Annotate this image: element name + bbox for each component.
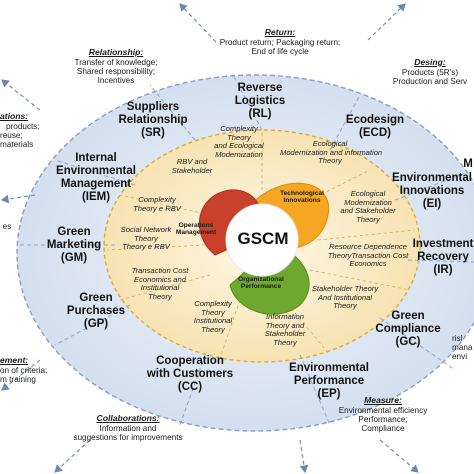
outer-desing: Desing: Products (5R's) Production and S… <box>392 57 468 86</box>
ring-dividers <box>20 74 474 426</box>
outward-arrows <box>0 3 419 474</box>
outer-m-fragment: M <box>463 158 473 170</box>
outer-operations: ations: products; reuse; materials <box>0 111 40 149</box>
outer-management: ement: on of criteria; m training <box>0 355 48 384</box>
ring-node-ecodesign: Ecodesign(ECD) <box>345 114 405 139</box>
outer-relationship: Relationship: Transfer of knowledge; Sha… <box>74 47 158 85</box>
outer-collaborations: Collaborations: Information and suggesti… <box>73 413 183 442</box>
outer-return: Return: Product return; Packaging return… <box>219 27 341 56</box>
outer-measure: Measure: Environmental efficiency Perfor… <box>338 395 428 433</box>
outer-es-fragment: es <box>2 222 12 231</box>
center-label: GSCM <box>237 229 289 248</box>
center-disc <box>225 203 299 277</box>
